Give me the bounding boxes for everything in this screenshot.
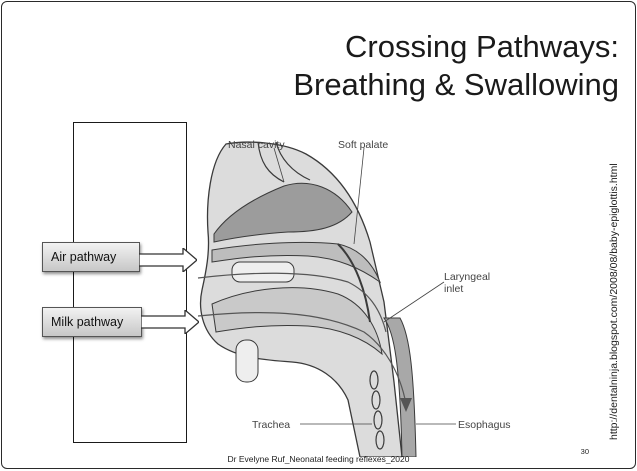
slide-footer: Dr Evelyne Ruf_Neonatal feeding reflexes… bbox=[2, 454, 635, 464]
lower-jaw bbox=[236, 340, 258, 382]
label-trachea: Trachea bbox=[252, 419, 290, 431]
label-laryngeal-1: Laryngeal bbox=[444, 271, 490, 283]
anatomy-diagram: Nasal cavity Soft palate Laryngeal inlet… bbox=[188, 132, 620, 457]
label-nasal-cavity: Nasal cavity bbox=[228, 139, 285, 151]
label-soft-palate: Soft palate bbox=[338, 139, 388, 151]
air-pathway-label: Air pathway bbox=[51, 250, 116, 264]
air-pathway-box: Air pathway bbox=[42, 242, 140, 272]
laryngeal-inlet-leader bbox=[384, 282, 444, 322]
title-line-2: Breathing & Swallowing bbox=[293, 66, 619, 104]
milk-pathway-arrow-icon bbox=[141, 310, 199, 334]
upper-teeth bbox=[232, 262, 294, 282]
label-esophagus: Esophagus bbox=[458, 419, 511, 431]
slide-title: Crossing Pathways: Breathing & Swallowin… bbox=[293, 28, 619, 104]
milk-pathway-label: Milk pathway bbox=[51, 315, 123, 329]
title-line-1: Crossing Pathways: bbox=[293, 28, 619, 66]
source-url: http://dentalninja.blogspot.com/2008/08/… bbox=[608, 163, 620, 440]
page-number: 30 bbox=[581, 447, 589, 456]
label-laryngeal-2: inlet bbox=[444, 283, 463, 295]
air-pathway-arrow-icon bbox=[139, 248, 197, 272]
bracket-bottom bbox=[73, 275, 187, 443]
milk-pathway-box: Milk pathway bbox=[42, 307, 142, 337]
bracket-top bbox=[73, 122, 187, 208]
